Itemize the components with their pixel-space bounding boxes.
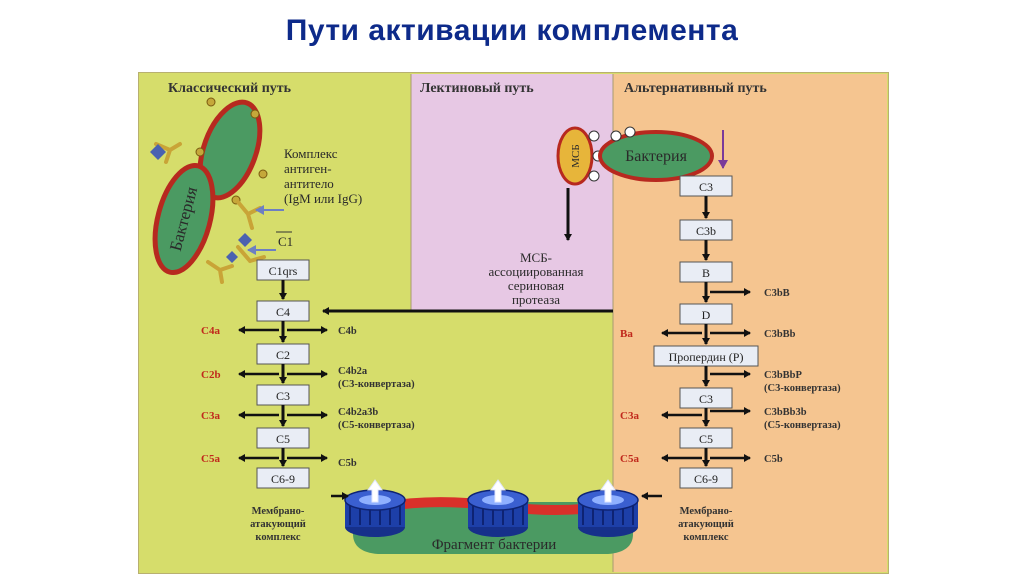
msb-icon: МСБ: [556, 126, 604, 186]
svg-text:Комплекс: Комплекс: [284, 146, 338, 161]
svg-text:антитело: антитело: [284, 176, 334, 191]
lectin-panel: [411, 74, 613, 310]
alternative-box-label: B: [702, 266, 710, 280]
classical-box-label: C4: [276, 305, 290, 319]
lectin-header: Лектиновый путь: [420, 81, 534, 96]
classical-left-product: C4a: [201, 325, 220, 337]
svg-text:атакующий: атакующий: [678, 519, 734, 530]
alternative-box-label: Пропердин (P): [669, 350, 744, 364]
alternative-mac-label: Мембрано- атакующий комплекс: [678, 506, 734, 543]
c1-label: C1: [278, 234, 293, 249]
svg-text:протеаза: протеаза: [512, 292, 560, 307]
mac-pore-icon: [467, 479, 529, 537]
alternative-box-2: B: [679, 261, 733, 283]
fragment-label: Фрагмент бактерии: [432, 537, 557, 553]
svg-text:Мембрано-: Мембрано-: [680, 506, 733, 517]
alternative-bacterium: Бактерия: [598, 126, 714, 182]
svg-text:комплекс: комплекс: [683, 532, 729, 543]
classical-box-label: C3: [276, 389, 290, 403]
alternative-right-product: (C5-конвертаза): [764, 420, 841, 431]
alternative-right-product: C3bBb: [764, 329, 796, 340]
svg-text:комплекс: комплекс: [255, 532, 301, 543]
mac-pore-icon: [344, 479, 406, 537]
classical-mac-label: Мембрано- атакующий комплекс: [250, 506, 306, 543]
alternative-box-5: C3: [679, 387, 733, 409]
classical-box-label: C2: [276, 348, 290, 362]
alternative-box-7: C6-9: [679, 467, 733, 489]
alternative-box-label: C3: [699, 180, 713, 194]
classical-left-product: C3a: [201, 410, 220, 422]
alternative-left-product: Ba: [620, 328, 633, 340]
alternative-left-product: C5a: [620, 453, 639, 465]
classical-right-product: (C5-конвертаза): [338, 420, 415, 431]
alternative-header: Альтернативный путь: [624, 81, 767, 96]
alternative-box-4: Пропердин (P): [653, 345, 759, 367]
msb-label: МСБ: [570, 144, 582, 167]
classical-left-product: C2b: [201, 369, 221, 381]
alternative-box-label: C3b: [696, 224, 716, 238]
classical-box-c4: C4: [256, 300, 310, 322]
classical-box-label: C1qrs: [269, 264, 298, 278]
msb-protease-label: МСБ- ассоциированная сериновая протеаза: [488, 250, 583, 307]
alternative-box-label: C6-9: [694, 472, 718, 486]
classical-box-label: C6-9: [271, 472, 295, 486]
alternative-right-product: C3bBb3b: [764, 407, 807, 418]
alternative-right-product: C5b: [764, 454, 783, 465]
classical-box-c3: C3: [256, 384, 310, 406]
slide-title: Пути активации комплемента: [285, 14, 739, 47]
classical-box-c5: C5: [256, 427, 310, 449]
classical-right-product: C4b2a3b: [338, 407, 378, 418]
classical-right-product: C5b: [338, 458, 357, 469]
alternative-box-0: C3: [679, 175, 733, 197]
classical-box-label: C5: [276, 432, 290, 446]
classical-box-c2: C2: [256, 343, 310, 365]
svg-text:ассоциированная: ассоциированная: [488, 264, 583, 279]
classical-right-product: C4b2a: [338, 366, 368, 377]
alternative-right-product: C3bBbP: [764, 370, 803, 381]
complement-pathways-diagram: Классический путь Лектиновый путь Альтер…: [138, 72, 889, 574]
alternative-box-6: C5: [679, 427, 733, 449]
svg-text:МСБ-: МСБ-: [520, 250, 552, 265]
svg-text:Мембрано-: Мембрано-: [252, 506, 305, 517]
alternative-left-product: C3a: [620, 410, 639, 422]
classical-bacterium-main: Бактерия: [152, 162, 216, 276]
svg-text:антиген-: антиген-: [284, 161, 332, 176]
alternative-box-label: D: [702, 308, 711, 322]
classical-right-product: (C3-конвертаза): [338, 379, 415, 390]
alternative-box-1: C3b: [679, 219, 733, 241]
classical-header: Классический путь: [168, 81, 292, 96]
alternative-box-label: C5: [699, 432, 713, 446]
alternative-box-3: D: [679, 303, 733, 325]
classical-left-product: C5a: [201, 453, 220, 465]
alternative-bacterium-label: Бактерия: [625, 148, 688, 165]
classical-right-product: C4b: [338, 326, 357, 337]
alternative-box-label: C3: [699, 392, 713, 406]
antigen-icon: [150, 144, 252, 263]
svg-text:атакующий: атакующий: [250, 519, 306, 530]
antibody-icon: [154, 142, 266, 284]
svg-text:(IgM или IgG): (IgM или IgG): [284, 191, 362, 206]
antigen-antibody-complex-label: Комплекс антиген- антитело (IgM или IgG): [284, 146, 362, 206]
classical-box-c1qrs: C1qrs: [256, 259, 310, 281]
alternative-right-product: (C3-конвертаза): [764, 383, 841, 394]
mac-pore-icon: [577, 479, 639, 537]
alternative-right-product: C3bB: [764, 288, 790, 299]
svg-text:сериновая: сериновая: [508, 278, 564, 293]
classical-box-c6-9: C6-9: [256, 467, 310, 489]
